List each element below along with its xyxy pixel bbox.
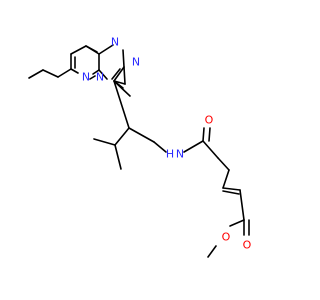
bond: [42, 69, 59, 78]
n-fused-1-label: N: [82, 71, 90, 84]
bond: [57, 68, 72, 78]
bond: [229, 219, 245, 227]
bond: [98, 69, 108, 80]
bond: [113, 80, 126, 85]
bond: [208, 127, 211, 142]
bond: [93, 138, 116, 146]
n-ring-top-label: N: [111, 36, 119, 49]
bond: [98, 44, 114, 55]
bond: [113, 80, 131, 97]
bond: [113, 66, 125, 82]
pyridazine-ring: [42, 45, 100, 80]
bond: [183, 140, 204, 153]
bond: [85, 45, 98, 53]
bond: [239, 189, 245, 221]
bond: [92, 69, 100, 75]
bond: [113, 80, 130, 129]
n-fused-2-label: N: [96, 71, 104, 84]
bond: [222, 190, 240, 195]
bond: [122, 49, 125, 68]
bond: [70, 45, 87, 55]
bond: [123, 66, 126, 85]
bond: [202, 140, 219, 159]
bond: [207, 245, 217, 258]
bond: [222, 169, 230, 189]
bond: [89, 75, 96, 80]
chemical-structure-diagram: N N N N N H O O O: [28, 36, 252, 258]
bond: [217, 157, 230, 171]
bond: [114, 144, 122, 170]
o-amide-label: O: [205, 114, 214, 127]
n-ring-top-right-label: N: [132, 56, 140, 69]
bond: [114, 127, 130, 146]
o-ester-ether-label: O: [222, 231, 231, 244]
o-ester-carbonyl-label: O: [243, 239, 252, 252]
bond: [111, 68, 121, 80]
bond: [70, 68, 79, 74]
h-amide-label: H: [166, 148, 174, 161]
n-amide-label: N: [176, 148, 184, 161]
atom-labels: N N N N N H O O O: [82, 36, 252, 252]
triazole-ring: [98, 44, 131, 97]
bond: [128, 127, 155, 143]
bond: [202, 127, 205, 142]
side-chain: [93, 80, 250, 258]
bond: [153, 141, 167, 153]
bond: [222, 187, 241, 191]
methyl-bond: [28, 69, 44, 79]
